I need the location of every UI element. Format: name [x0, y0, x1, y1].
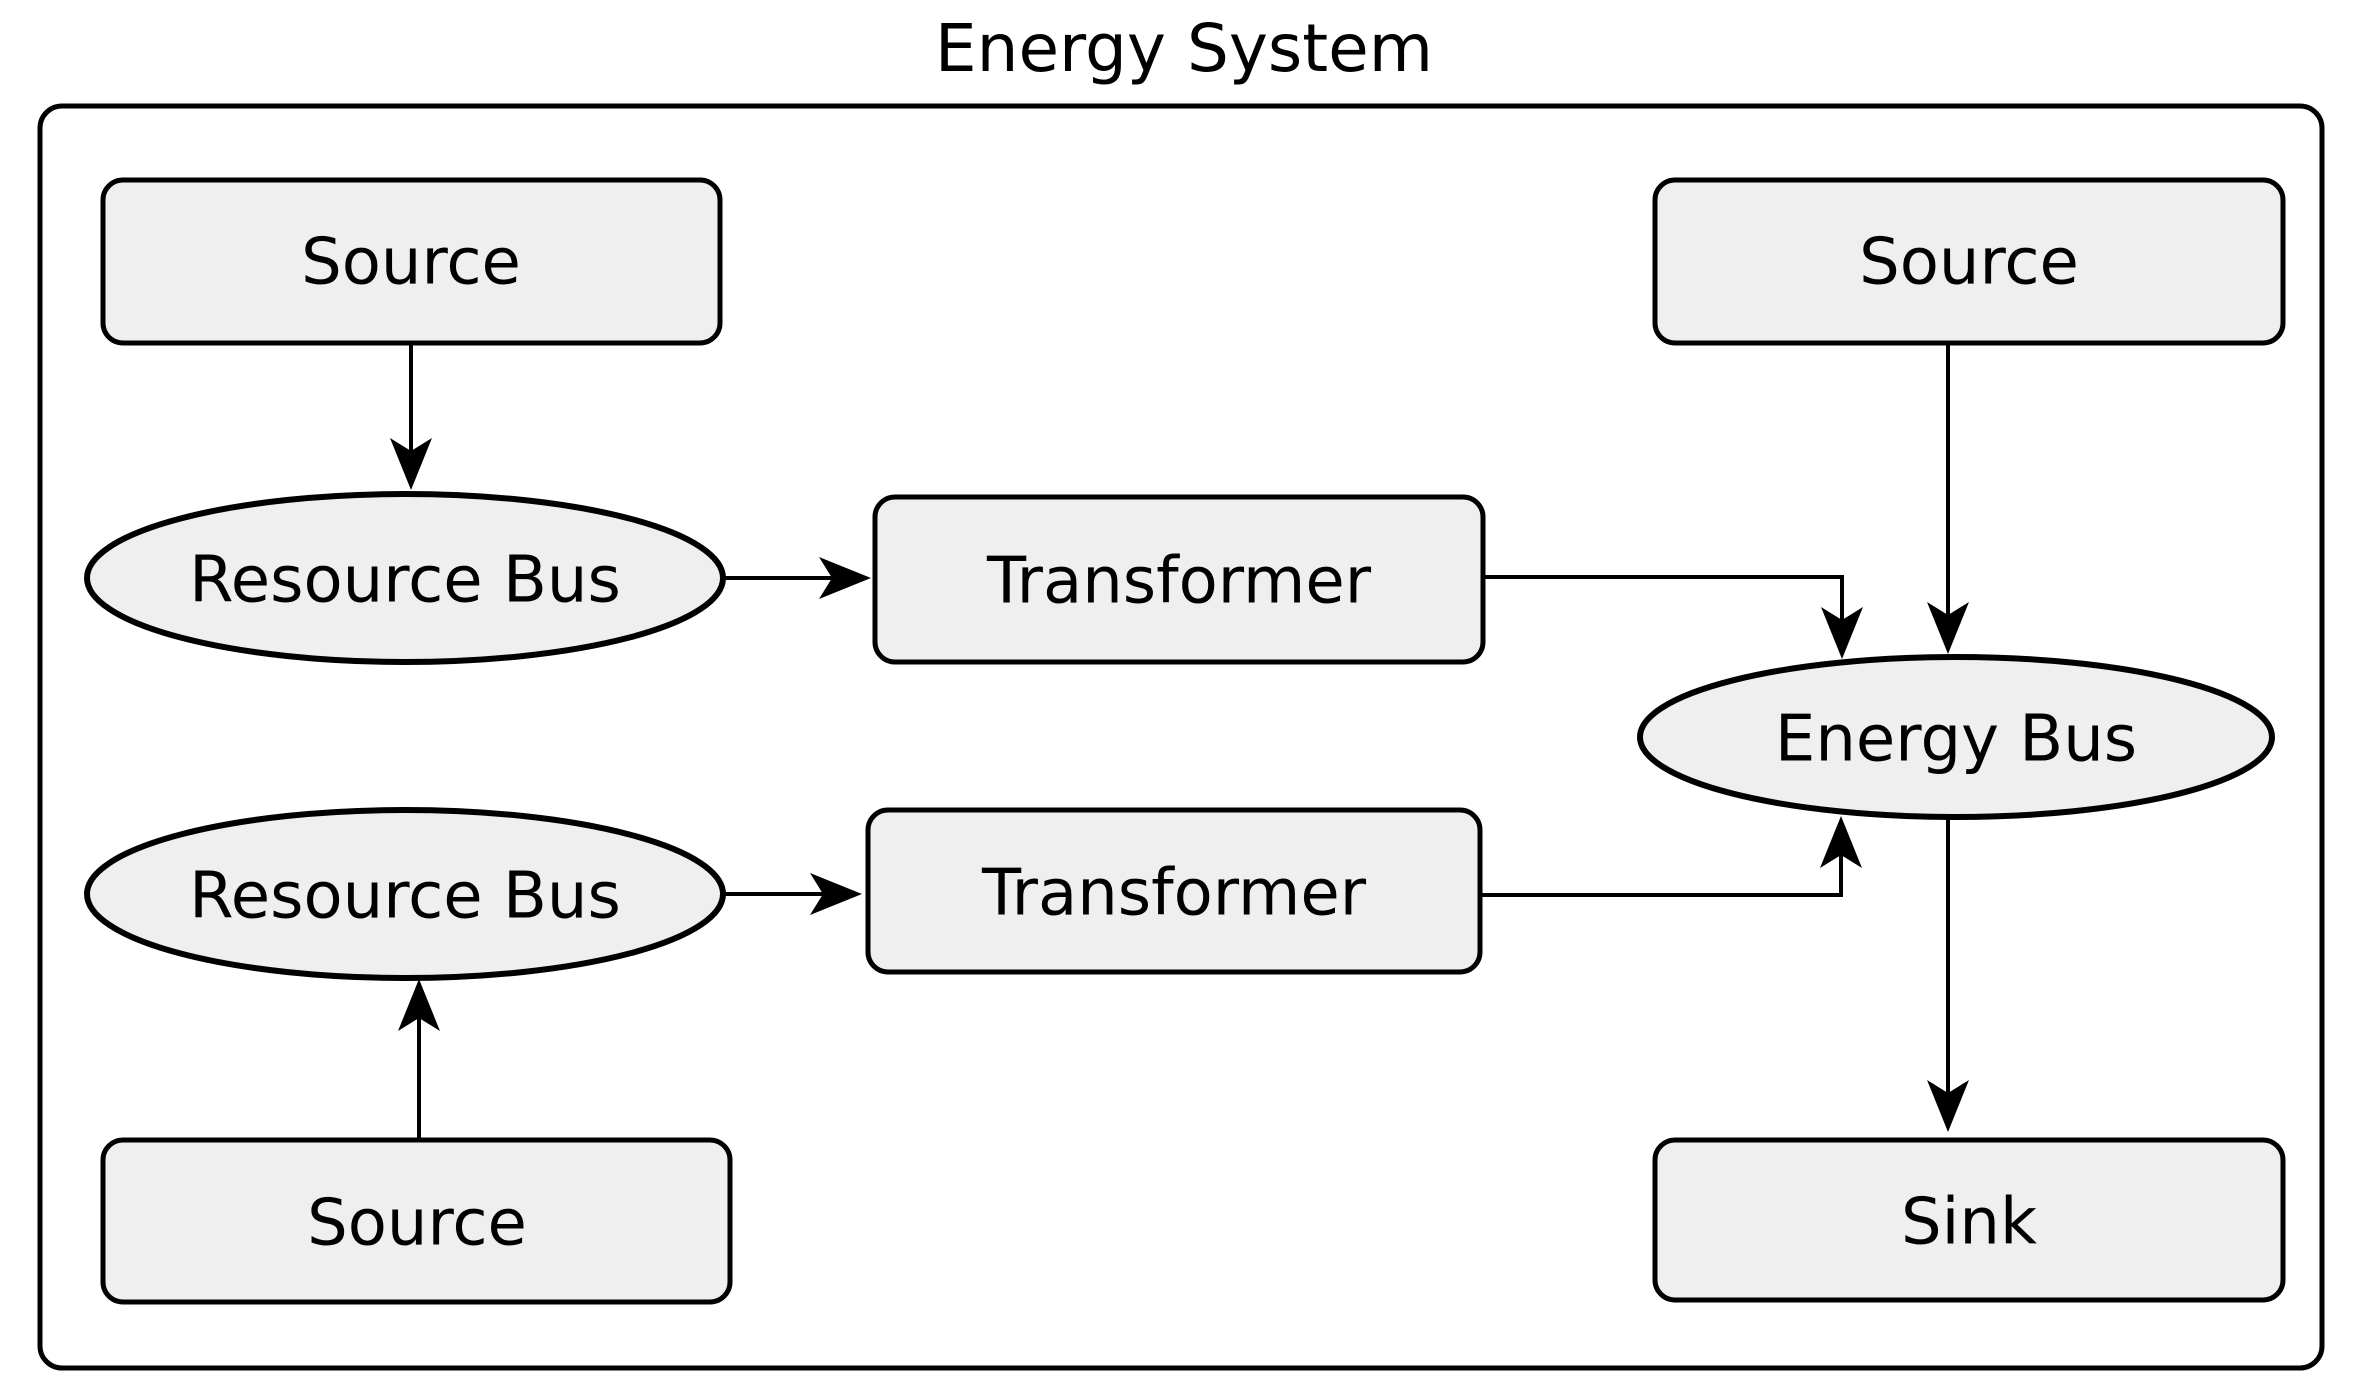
- node-transformer-upper: Transformer: [872, 494, 1486, 665]
- source-top-right-label: Source: [1859, 225, 2079, 299]
- sink-label: Sink: [1901, 1185, 2037, 1259]
- source-top-left-label: Source: [301, 225, 521, 299]
- node-transformer-lower: Transformer: [865, 807, 1483, 975]
- resource-bus-lower-label: Resource Bus: [189, 859, 621, 933]
- resource-bus-upper-label: Resource Bus: [189, 543, 621, 617]
- node-source-bottom-left: Source: [100, 1137, 733, 1305]
- energy-bus-shape: [1637, 654, 2275, 820]
- node-resource-bus-upper: Resource Bus: [84, 491, 726, 665]
- transformer-upper-label: Transformer: [986, 544, 1372, 618]
- node-sink: Sink: [1652, 1137, 2286, 1303]
- transformer-lower-shape: [865, 807, 1483, 975]
- source-top-right-shape: [1652, 177, 2286, 346]
- source-top-left-shape: [100, 177, 723, 346]
- edge-transformer-upper-to-energy-bus: [1483, 575, 1863, 659]
- diagram-title: Energy System: [935, 10, 1433, 87]
- node-source-top-left: Source: [100, 177, 723, 346]
- transformer-lower-label: Transformer: [981, 856, 1367, 930]
- source-bottom-left-shape: [100, 1137, 733, 1305]
- system-boundary: [37, 103, 2325, 1371]
- node-resource-bus-lower: Resource Bus: [84, 807, 726, 981]
- node-source-top-right: Source: [1652, 177, 2286, 346]
- transformer-upper-shape: [872, 494, 1486, 665]
- energy-bus-label: Energy Bus: [1775, 702, 2137, 776]
- node-energy-bus: Energy Bus: [1637, 654, 2275, 820]
- sink-shape: [1652, 1137, 2286, 1303]
- source-bottom-left-label: Source: [307, 1186, 527, 1260]
- edge-transformer-lower-to-energy-bus: [1480, 816, 1862, 897]
